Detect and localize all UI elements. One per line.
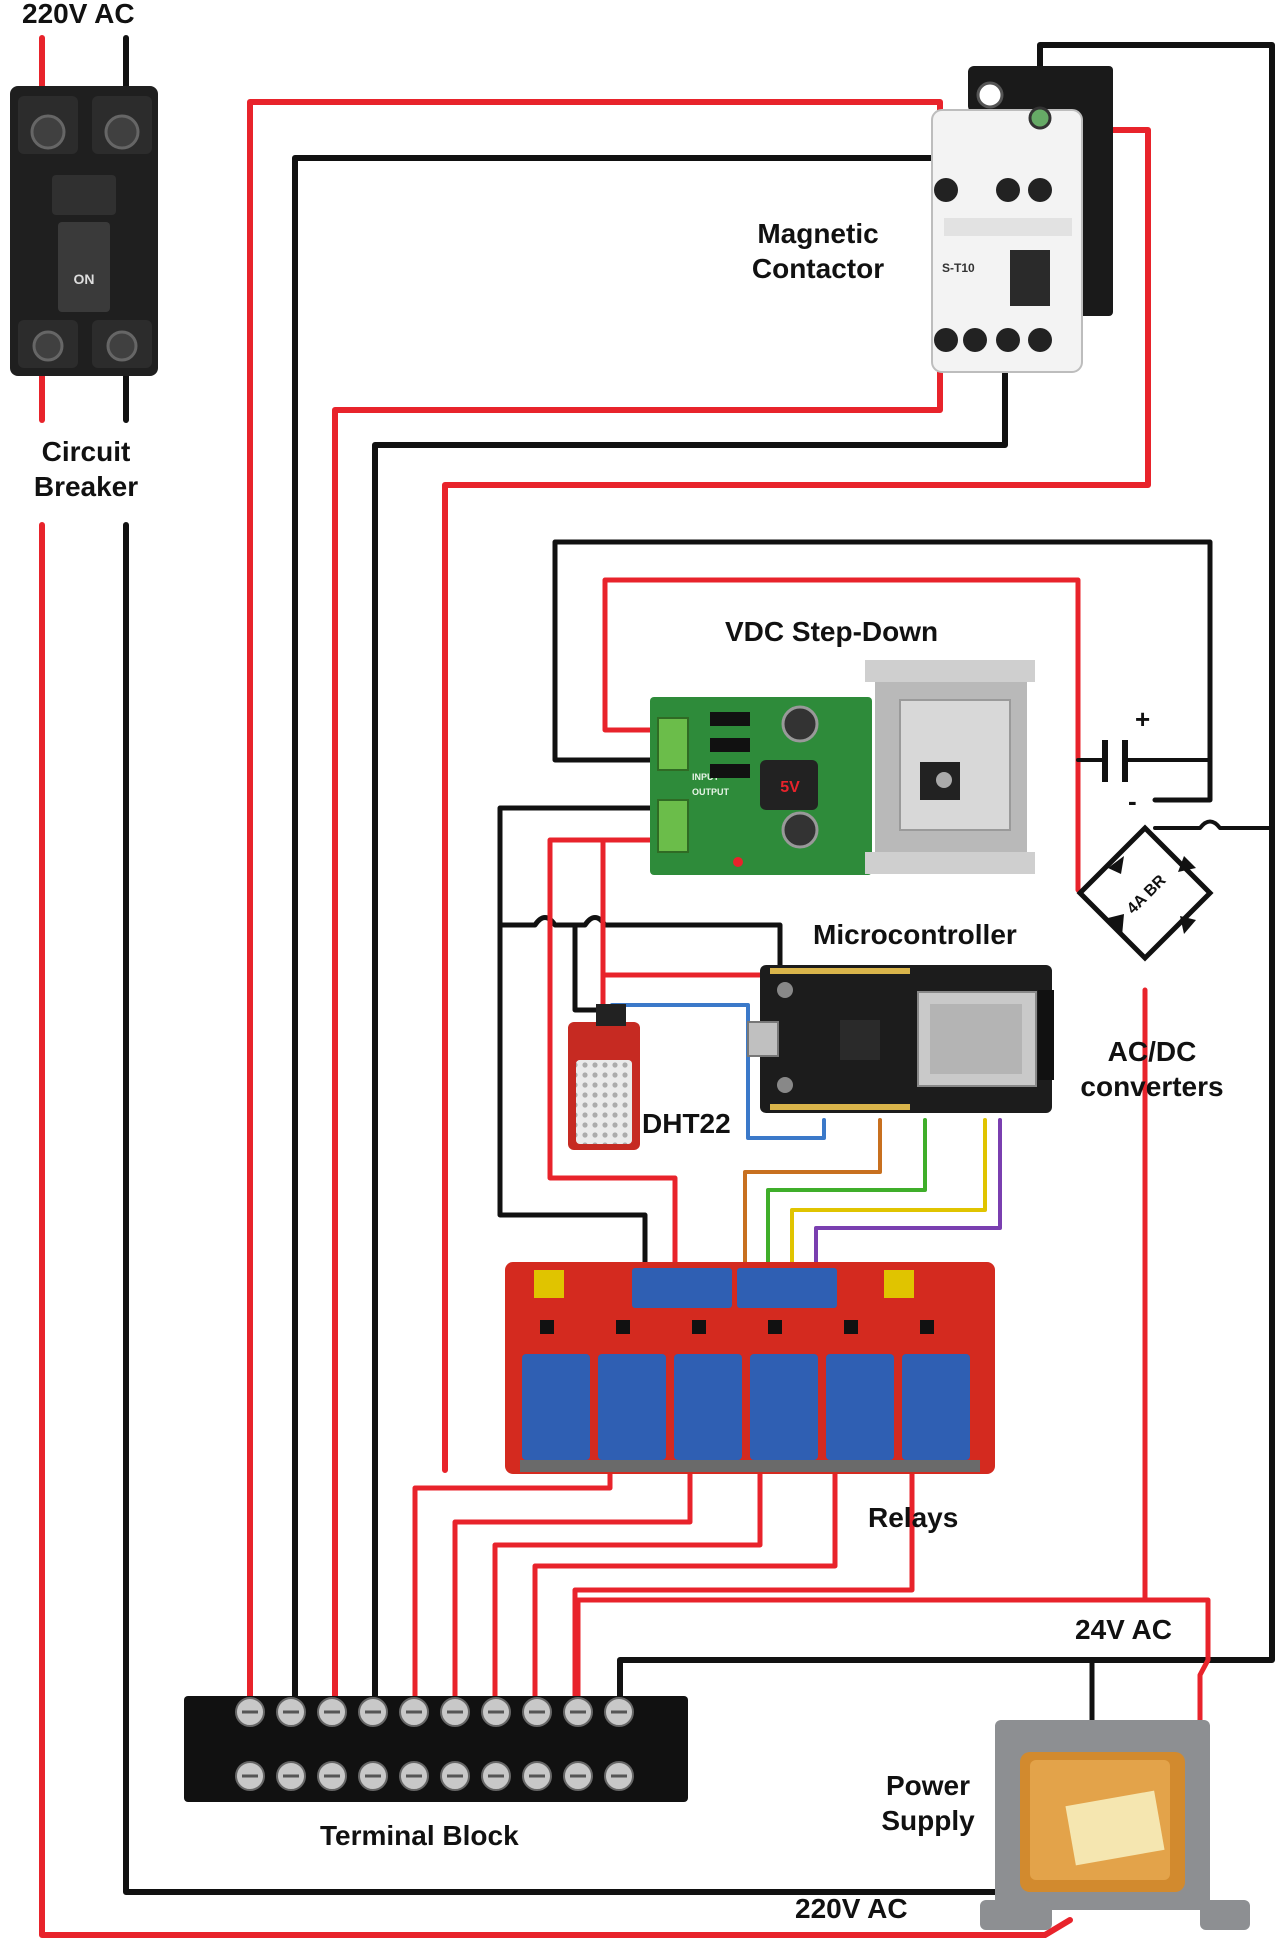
label-magnetic-contactor: Magnetic Contactor bbox=[752, 216, 884, 286]
label-dht22: DHT22 bbox=[642, 1108, 731, 1139]
transformer-icon bbox=[980, 1720, 1250, 1930]
label-220v-ac-bottom: 220V AC bbox=[795, 1893, 908, 1924]
label-terminal-block: Terminal Block bbox=[320, 1820, 519, 1851]
acdc-label-line1: AC/DC bbox=[1107, 1036, 1197, 1067]
stepdown-output-label: OUTPUT bbox=[692, 787, 730, 797]
wire-stepdown-black-loop bbox=[552, 539, 1213, 803]
relay-chips bbox=[540, 1320, 934, 1334]
contactor-model: S-T10 bbox=[942, 261, 975, 275]
temperature-sensor-icon bbox=[568, 1004, 640, 1150]
contactor-label-line1: Magnetic bbox=[757, 218, 879, 249]
wire-relay5-out bbox=[572, 1467, 915, 1703]
wire-contactor-out-black bbox=[372, 357, 1008, 1703]
breaker-label-line2: Breaker bbox=[33, 471, 139, 502]
wire-24v-red bbox=[1142, 987, 1211, 1743]
label-acdc-converters: AC/DC converters bbox=[1080, 1034, 1223, 1104]
label-circuit-breaker: Circuit Breaker bbox=[34, 434, 138, 504]
wire-signal-green bbox=[766, 1118, 927, 1270]
wire-ac-return-black bbox=[123, 522, 1013, 1895]
label-power-supply: Power Supply bbox=[881, 1768, 974, 1838]
label-220v-ac-input: 220V AC bbox=[22, 0, 135, 29]
wire-gnd-mcu bbox=[497, 915, 783, 978]
wire-24v-red-tb bbox=[575, 1597, 1148, 1703]
label-vdc-stepdown: VDC Step-Down bbox=[725, 616, 939, 647]
psu-label-line2: Supply bbox=[881, 1805, 975, 1836]
esp32-board-icon bbox=[747, 965, 1054, 1113]
wire-signal-yellow bbox=[790, 1118, 987, 1270]
capacitor-plus: + bbox=[1135, 704, 1150, 734]
mcu-pins bbox=[770, 968, 910, 1110]
bridge-rating: 4A BR bbox=[1124, 872, 1170, 918]
wire-relay1-out bbox=[412, 1467, 613, 1703]
stepdown-5v-label: 5V bbox=[780, 779, 800, 796]
wire-signal-purple bbox=[814, 1118, 1002, 1270]
wire-stepdown-red-loop bbox=[602, 577, 1081, 893]
breaker-on-label: ON bbox=[74, 271, 95, 287]
relay-board-icon bbox=[505, 1262, 995, 1474]
wire-relay3-out bbox=[492, 1467, 763, 1703]
bridge-rectifier-icon: + - 4A BR bbox=[1076, 704, 1214, 962]
contactor-icon: S-T10 bbox=[931, 66, 1113, 373]
stepdown-input-label: INPUT bbox=[692, 772, 720, 782]
wire-5v-red-mcu bbox=[600, 837, 778, 978]
label-relays: Relays bbox=[868, 1502, 959, 1533]
wire-signal-orange bbox=[743, 1118, 882, 1270]
stepdown-module-icon: INPUT OUTPUT 5V bbox=[650, 660, 1035, 875]
circuit-breaker-icon: ON bbox=[10, 86, 158, 376]
wire-relay4-out bbox=[532, 1467, 838, 1703]
capacitor-minus: - bbox=[1128, 786, 1137, 816]
acdc-label-line2: converters bbox=[1080, 1071, 1224, 1102]
wire-5v-black bbox=[497, 805, 663, 1283]
relay-cubes bbox=[522, 1354, 970, 1460]
wire-relay2-out bbox=[452, 1467, 693, 1703]
wire-5v-red-relay bbox=[547, 837, 678, 1283]
terminal-screws bbox=[235, 1697, 634, 1791]
psu-label-line1: Power bbox=[885, 1770, 971, 1801]
contactor-label-line2: Contactor bbox=[751, 253, 885, 284]
wire-bridge-black bbox=[1153, 819, 1274, 830]
label-microcontroller: Microcontroller bbox=[813, 919, 1017, 950]
wire-ac-return-red bbox=[39, 522, 1073, 1938]
wire-contactor-out-red bbox=[332, 357, 943, 1703]
wires bbox=[39, 35, 1275, 1938]
wire-coil-black bbox=[617, 42, 1275, 1703]
label-24v-ac: 24V AC bbox=[1075, 1614, 1173, 1645]
breaker-label-line1: Circuit bbox=[41, 436, 131, 467]
terminal-block-icon bbox=[184, 1696, 688, 1802]
wire-dht-gnd bbox=[572, 922, 601, 1013]
